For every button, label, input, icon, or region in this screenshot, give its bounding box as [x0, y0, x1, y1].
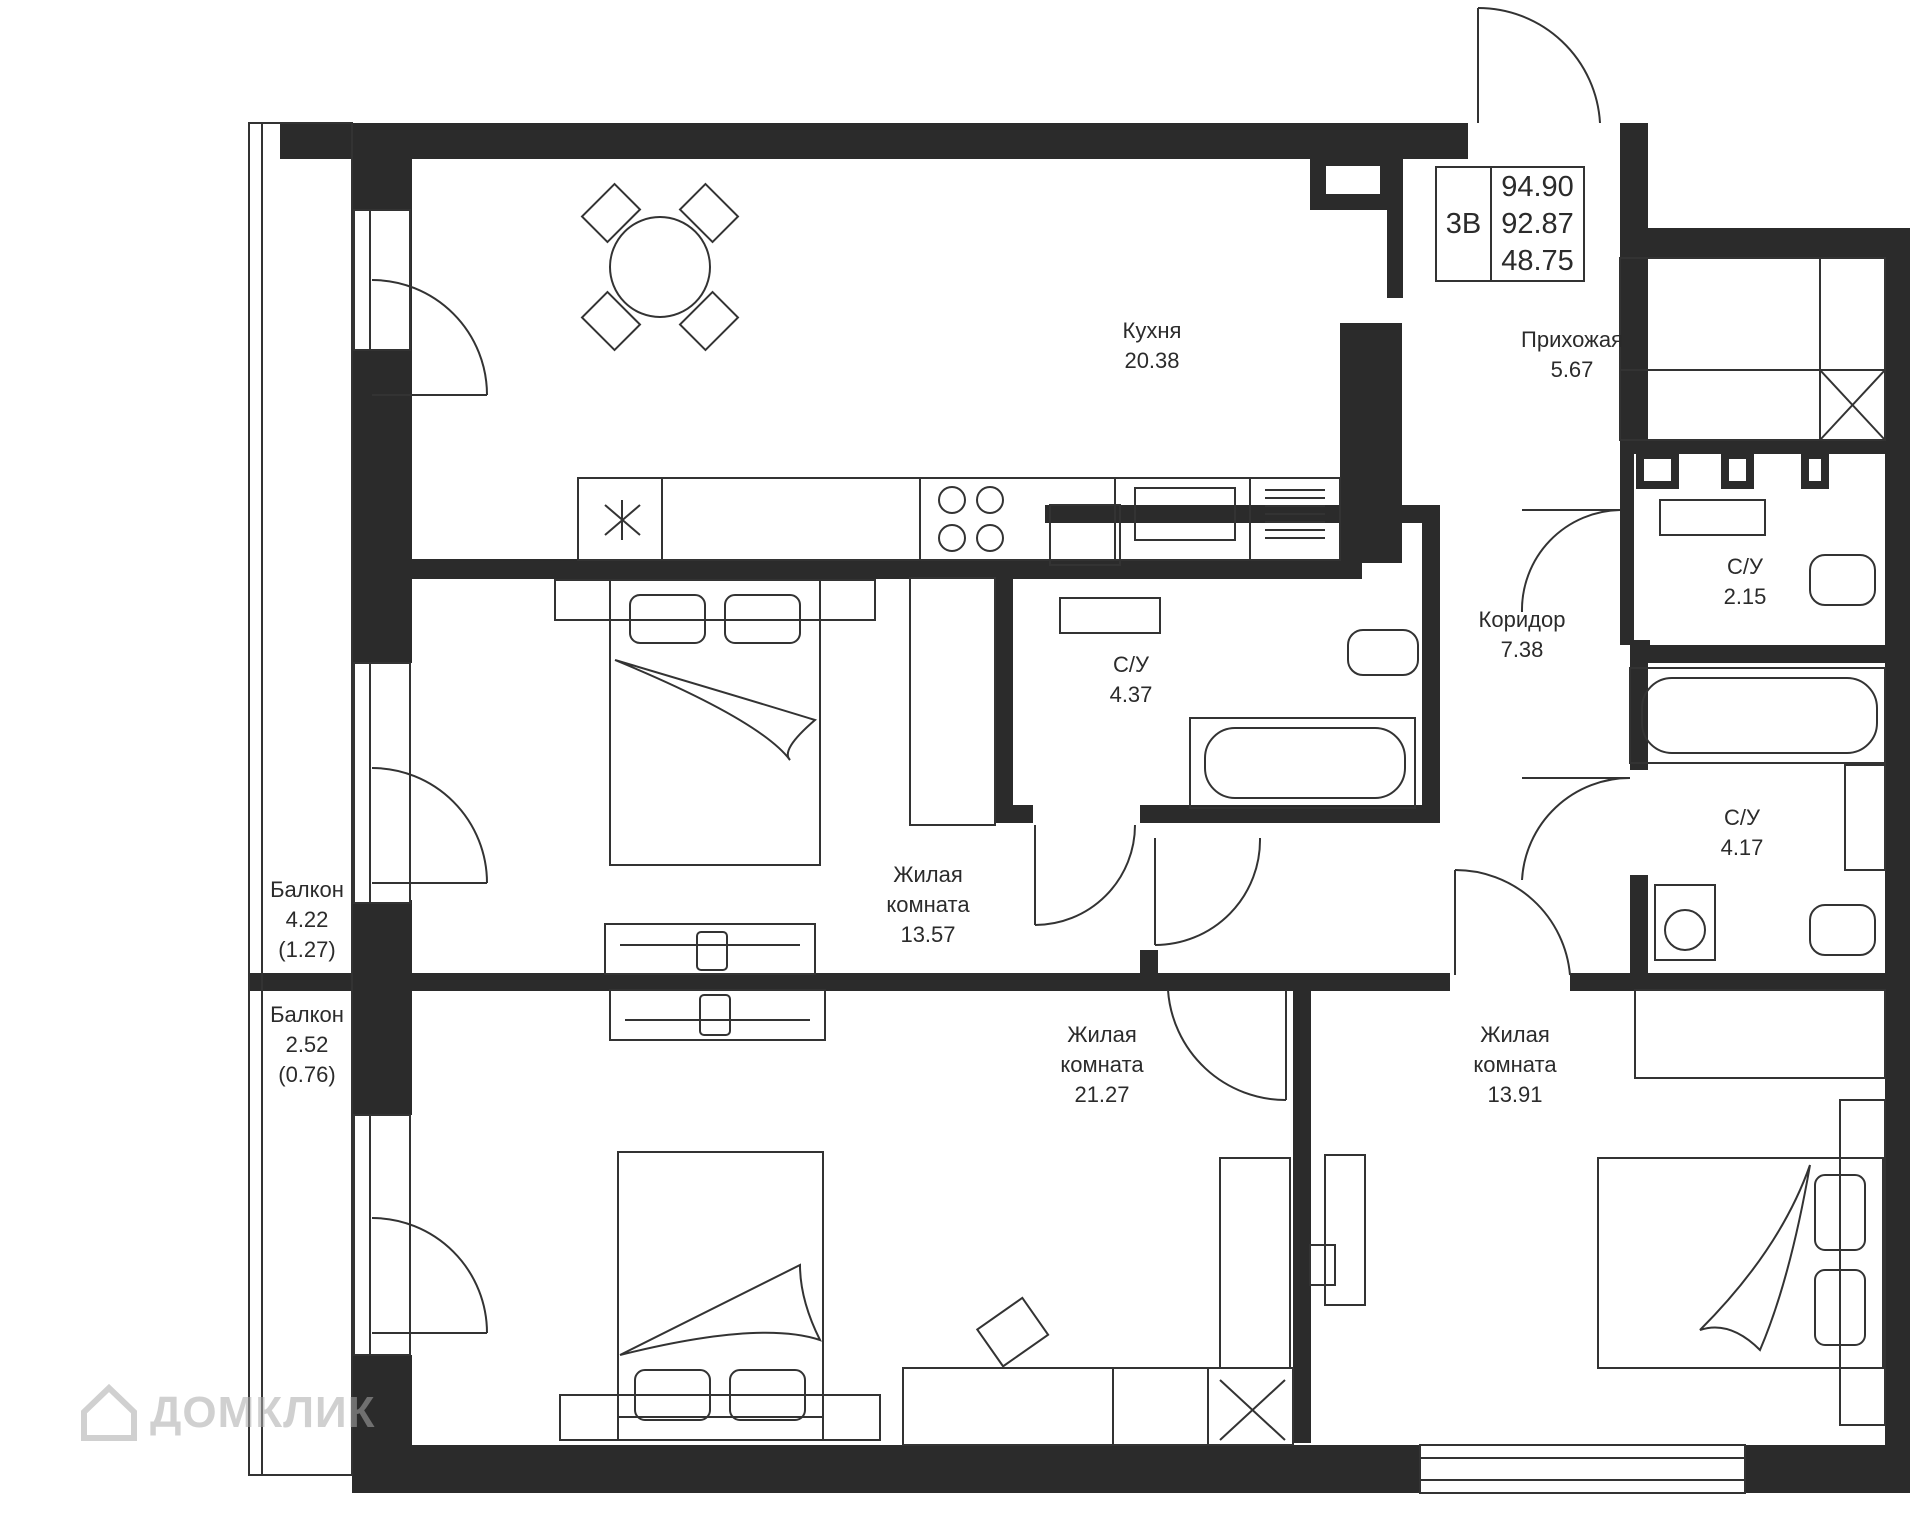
walls: [248, 123, 1910, 1493]
watermark: ДОМКЛИК: [78, 1382, 375, 1444]
watermark-text: ДОМКЛИК: [150, 1388, 376, 1437]
room-label-bath-top: С/У 2.15: [1723, 554, 1767, 609]
living-area: 48.75: [1501, 245, 1574, 278]
room-label-bath-right: С/У 4.17: [1720, 805, 1764, 860]
bedroom-furniture: [554, 577, 1886, 1446]
room-label-balcony-1: Балкон 4.22 (1.27): [270, 877, 344, 962]
room-label-bedroom-1: Жилая комната 13.57: [886, 862, 970, 947]
kitchen-furniture: [577, 182, 1341, 566]
apartment-badge: 3В 94.90 92.87 48.75: [1435, 166, 1585, 282]
balcony-outline: [248, 122, 1746, 1494]
room-label-hall: Прихожая 5.67: [1521, 327, 1623, 382]
bath-fixtures: [1059, 257, 1886, 961]
room-label-bedroom-2: Жилая комната 21.27: [1060, 1022, 1144, 1107]
room-label-bedroom-3: Жилая комната 13.91: [1473, 1022, 1557, 1107]
area-without-balcony: 92.87: [1501, 207, 1574, 240]
room-label-corridor: Коридор 7.38: [1478, 607, 1566, 662]
house-icon: [81, 1383, 137, 1441]
total-area: 94.90: [1501, 170, 1574, 203]
apartment-code: 3В: [1437, 168, 1492, 280]
hall-walls: [1620, 445, 1829, 645]
room-label-balcony-2: Балкон 2.52 (0.76): [270, 1002, 344, 1087]
room-label-bath-mid: С/У 4.37: [1109, 652, 1153, 707]
doors: [371, 6, 1631, 1334]
room-label-kitchen: Кухня 20.38: [1122, 318, 1182, 373]
